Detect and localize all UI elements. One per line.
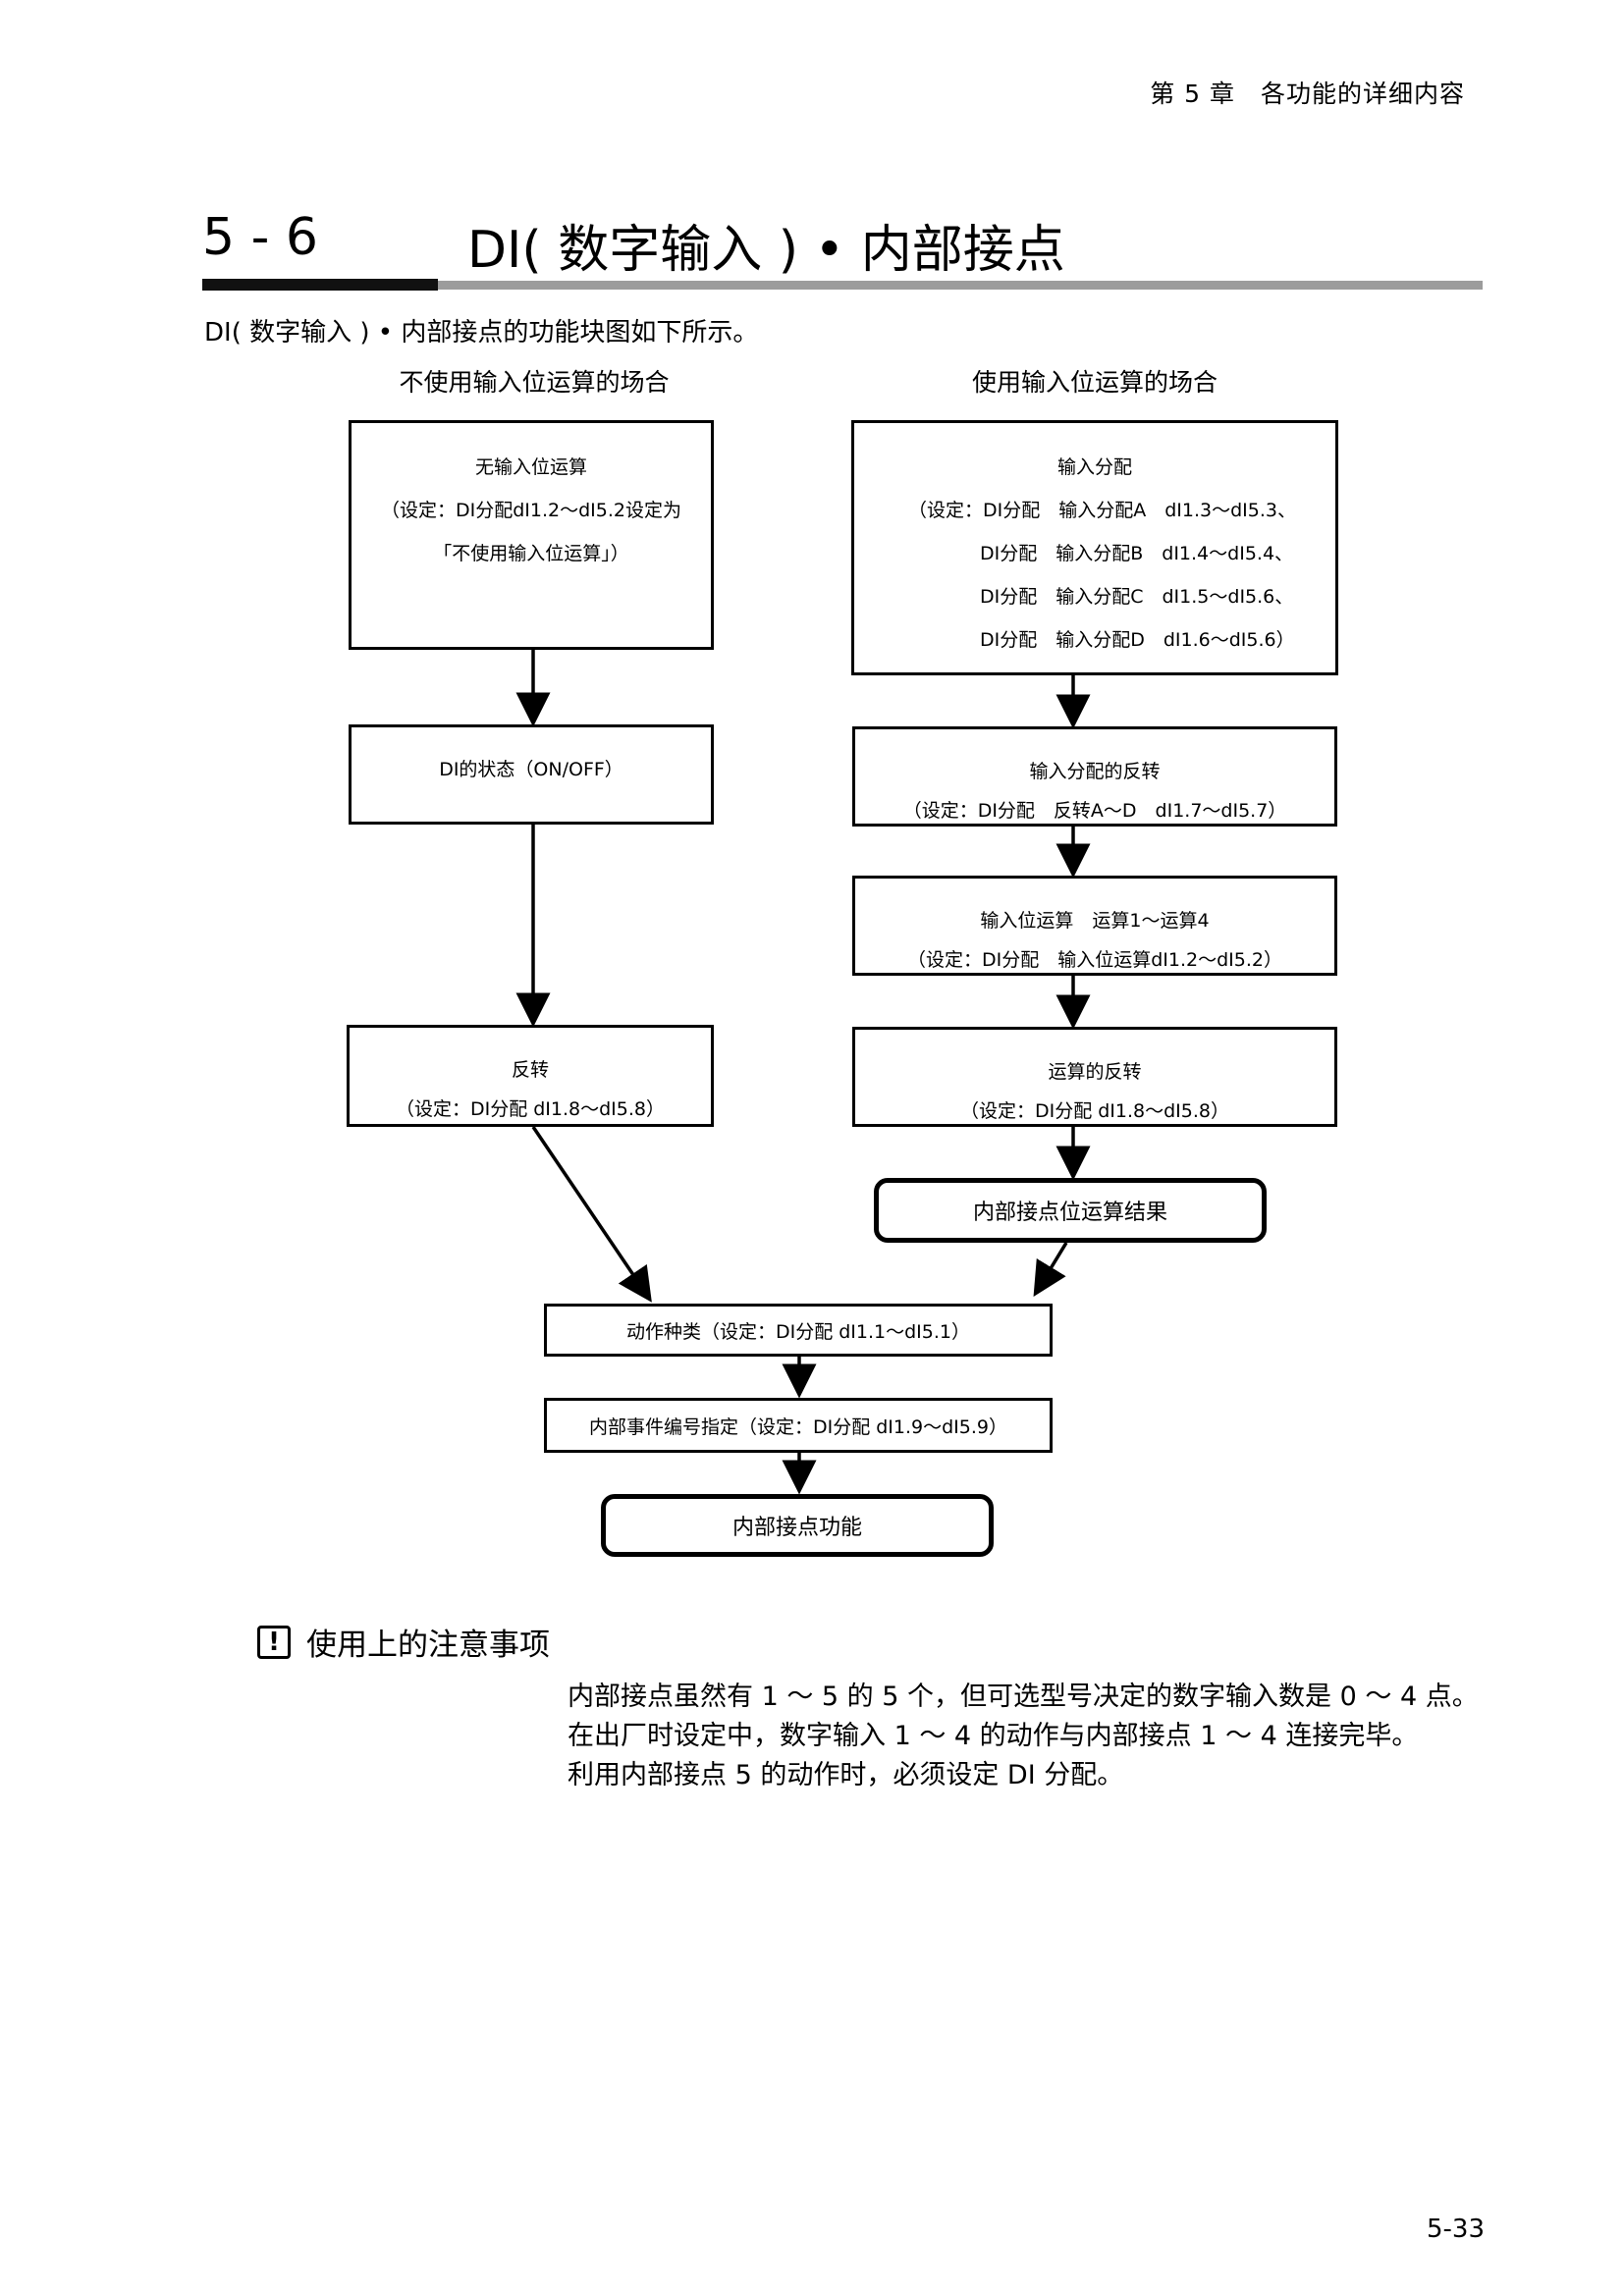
no-bit-operation-note: 「不使用输入位运算」） [433, 543, 629, 564]
section-number: 5 - 6 [202, 208, 318, 267]
note-line-1: 内部接点虽然有 1 ～ 5 的 5 个，但可选型号决定的数字输入数是 0 ～ 4… [568, 1682, 1479, 1712]
contact-function-label: 内部接点功能 [731, 1516, 862, 1540]
no-bit-operation-box: 无输入位运算 （设定：DI分配dI1.2～dI5.2设定为 「不使用输入位运算」… [349, 420, 714, 650]
section-title: DI( 数字输入 ) • 内部接点 [467, 221, 1065, 280]
note-line-3: 利用内部接点 5 的动作时，必须设定 DI 分配。 [568, 1760, 1124, 1790]
bit-operation-setting: （设定：DI分配 输入位运算dI1.2～dI5.2） [907, 949, 1282, 971]
note-line-2: 在出厂时设定中，数字输入 1 ～ 4 的动作与内部接点 1 ～ 4 连接完毕。 [568, 1721, 1419, 1751]
left-column-heading: 不使用输入位运算的场合 [399, 368, 670, 397]
bit-operation-box: 输入位运算 运算1～运算4 （设定：DI分配 输入位运算dI1.2～dI5.2） [852, 876, 1337, 976]
invert-title: 反转 [511, 1059, 549, 1081]
operation-invert-box: 运算的反转 （设定：DI分配 dI1.8～dI5.8） [852, 1027, 1337, 1127]
bit-operation-result-label: 内部接点位运算结果 [972, 1201, 1167, 1225]
title-rule-light [438, 281, 1483, 290]
action-type-box: 动作种类（设定：DI分配 dI1.1～dI5.1） [544, 1304, 1053, 1357]
event-number-box: 内部事件编号指定（设定：DI分配 dI1.9～dI5.9） [544, 1398, 1053, 1453]
bit-operation-result-box: 内部接点位运算结果 [874, 1178, 1267, 1243]
title-rule-dark [202, 279, 438, 291]
operation-invert-title: 运算的反转 [1048, 1061, 1142, 1083]
arrow-invert-to-action [531, 1126, 652, 1303]
invert-box: 反转 （设定：DI分配 dI1.8～dI5.8） [347, 1025, 714, 1127]
invert-setting: （设定：DI分配 dI1.8～dI5.8） [395, 1098, 666, 1120]
assign-invert-setting: （设定：DI分配 反转A～D dI1.7～dI5.7） [902, 800, 1287, 822]
di-state-box: DI的状态（ON/OFF） [349, 724, 714, 825]
no-bit-operation-title: 无输入位运算 [474, 456, 587, 478]
action-type-label: 动作种类（设定：DI分配 dI1.1～dI5.1） [625, 1320, 971, 1343]
input-assign-title: 输入分配 [1056, 456, 1132, 478]
input-assign-line-a: （设定：DI分配 输入分配A dI1.3～dI5.3、 [908, 500, 1296, 521]
chapter-header: 第 5 章 各功能的详细内容 [1150, 80, 1465, 108]
note-heading: 使用上的注意事项 [306, 1628, 550, 1663]
exclamation-icon: ! [257, 1626, 291, 1659]
arrow-result-to-action [1033, 1242, 1068, 1297]
input-assign-line-d: DI分配 输入分配D dI1.6～dI5.6） [980, 629, 1295, 651]
right-column-heading: 使用输入位运算的场合 [971, 368, 1218, 397]
input-assign-line-b: DI分配 输入分配B dI1.4～dI5.4、 [980, 543, 1294, 564]
no-bit-operation-setting: （设定：DI分配dI1.2～dI5.2设定为 [381, 500, 681, 521]
assign-invert-title: 输入分配的反转 [1029, 761, 1161, 782]
operation-invert-setting: （设定：DI分配 dI1.8～dI5.8） [959, 1100, 1230, 1122]
input-assign-line-c: DI分配 输入分配C dI1.5～dI5.6、 [980, 586, 1294, 608]
bit-operation-title: 输入位运算 运算1～运算4 [980, 910, 1210, 932]
intro-text: DI( 数字输入 ) • 内部接点的功能块图如下所示。 [204, 318, 759, 347]
input-assign-box: 输入分配 （设定：DI分配 输入分配A dI1.3～dI5.3、 DI分配 输入… [851, 420, 1338, 675]
di-state-label: DI的状态（ON/OFF） [439, 759, 623, 780]
contact-function-box: 内部接点功能 [601, 1494, 994, 1557]
event-number-label: 内部事件编号指定（设定：DI分配 dI1.9～dI5.9） [588, 1415, 1008, 1438]
page-number: 5-33 [1426, 2215, 1485, 2244]
assign-invert-box: 输入分配的反转 （设定：DI分配 反转A～D dI1.7～dI5.7） [852, 726, 1337, 827]
